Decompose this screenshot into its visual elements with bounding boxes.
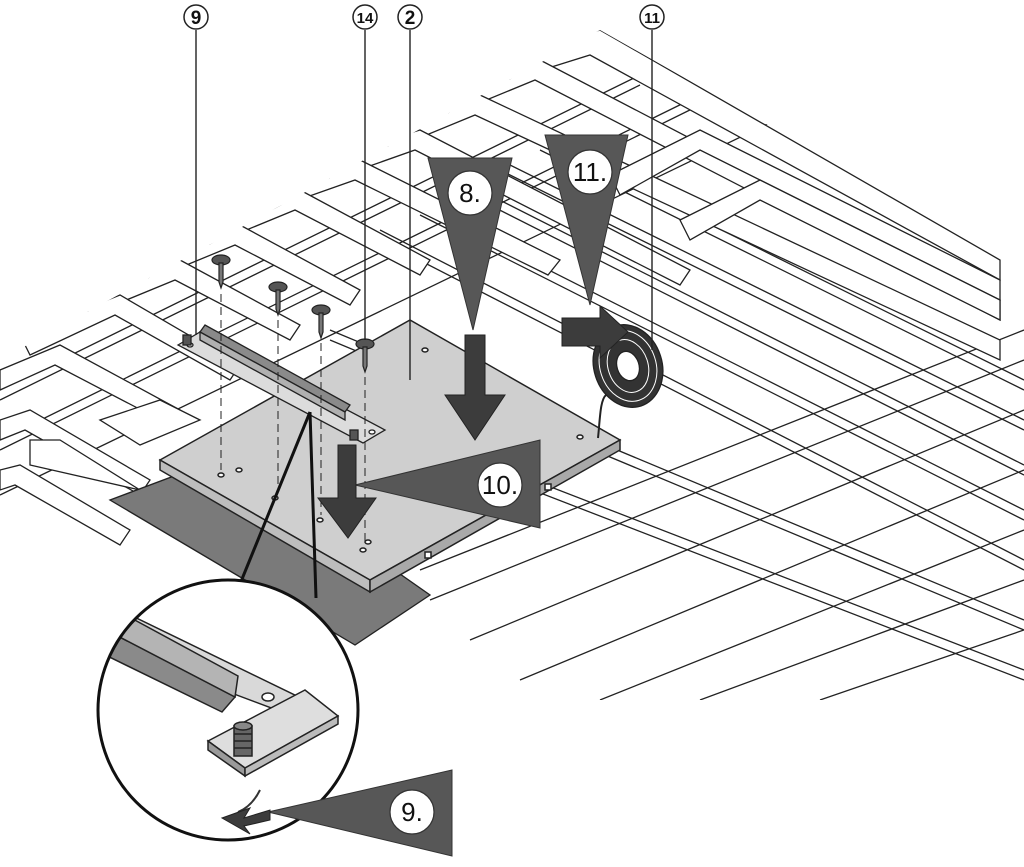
callout-11: 11 (639, 4, 665, 30)
callout-14: 14 (352, 4, 378, 30)
roof-structure (0, 30, 1024, 700)
roof-battens (0, 30, 1024, 700)
svg-text:14: 14 (357, 10, 374, 27)
svg-text:11.: 11. (573, 157, 607, 187)
svg-text:10.: 10. (482, 470, 518, 500)
callout-9: 9 (183, 4, 209, 30)
svg-text:9.: 9. (401, 797, 423, 827)
step-10-indicator: 10. (317, 439, 541, 539)
step-8-indicator: 8. (427, 157, 513, 441)
down-arrow-icon (444, 334, 506, 441)
down-arrow-icon (317, 444, 377, 539)
screw (211, 254, 231, 470)
threaded-bolt (233, 721, 253, 757)
screw (311, 304, 331, 515)
screw (355, 338, 375, 545)
screw (268, 281, 288, 493)
svg-text:11: 11 (644, 10, 660, 27)
leader-lines (195, 30, 653, 380)
zoom-leader (238, 411, 318, 599)
detail-zoom-view (96, 578, 360, 842)
screws (211, 254, 375, 545)
step-11-indicator: 11. (544, 134, 629, 360)
right-arrow-icon (561, 304, 629, 360)
svg-text:2: 2 (405, 8, 416, 29)
svg-text:9: 9 (191, 8, 202, 29)
callout-2: 2 (397, 4, 423, 30)
step-9-indicator: 9. (220, 769, 453, 857)
curved-arrow-icon (220, 807, 271, 835)
mounting-rail (176, 324, 387, 444)
svg-text:8.: 8. (459, 178, 481, 208)
